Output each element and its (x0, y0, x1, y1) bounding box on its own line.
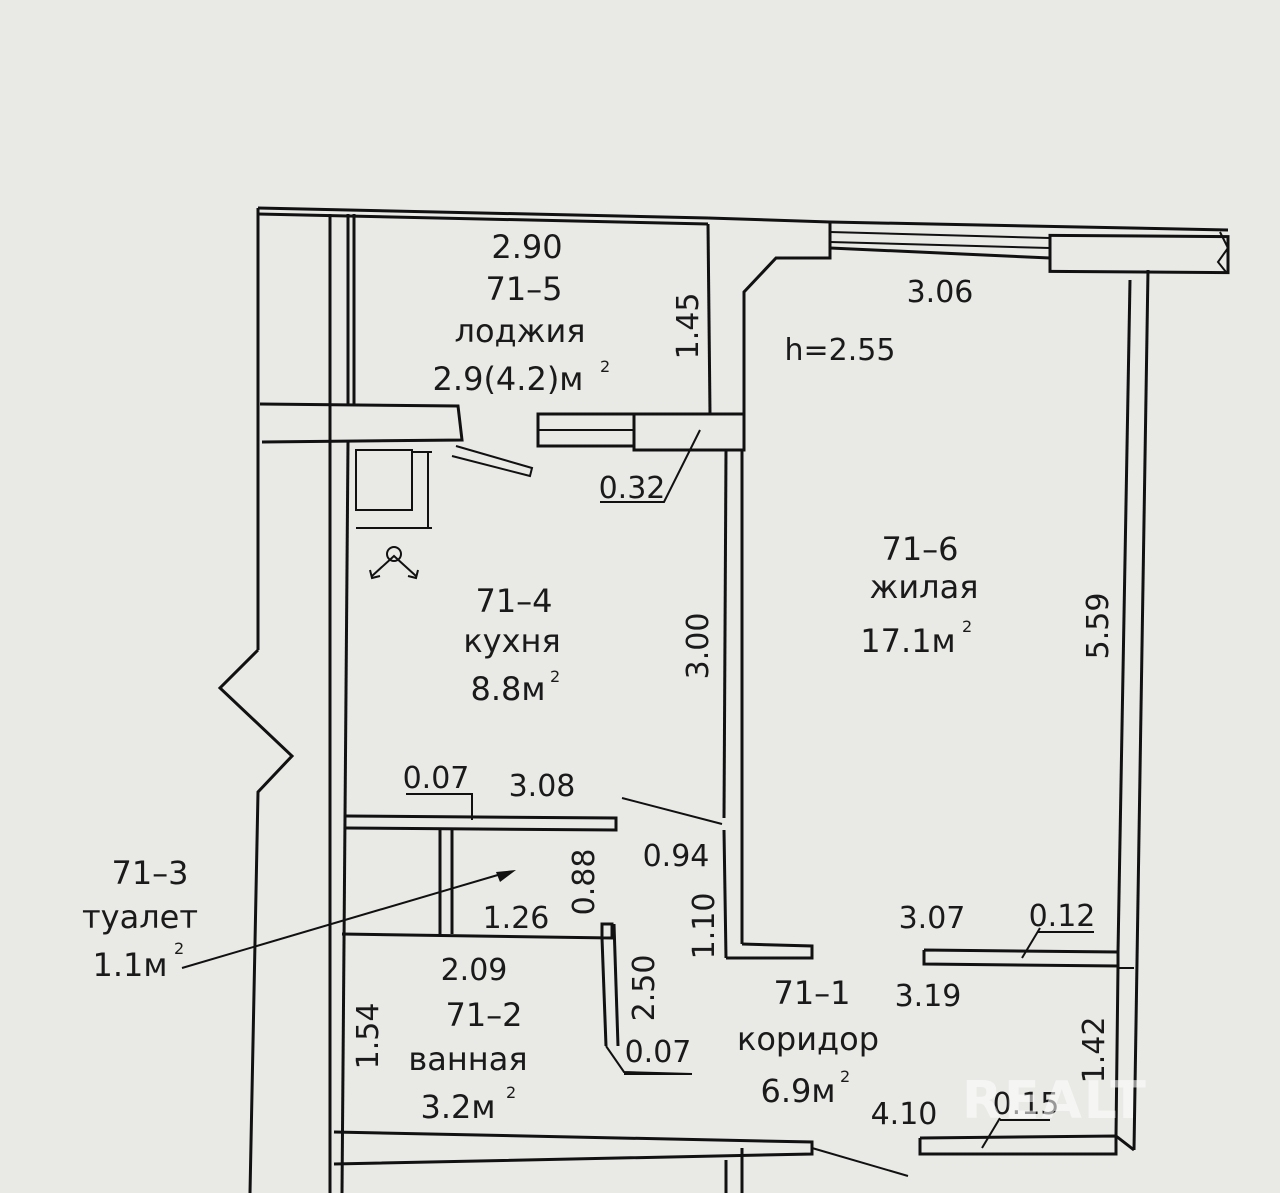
dim-0.07-top: 0.07 (403, 761, 470, 796)
kitchen-area: 8.8м (470, 670, 545, 708)
corridor-area: 6.9м (760, 1072, 835, 1110)
dim-3.19: 3.19 (895, 979, 962, 1014)
dim-3.08: 3.08 (509, 769, 576, 804)
leader-lines (181, 429, 1094, 1149)
walls (217, 206, 1230, 1193)
dim-0.94: 0.94 (643, 839, 710, 874)
living-area: 17.1м (860, 622, 955, 660)
dimension-labels: 3.06 h=2.55 1.45 0.32 3.00 5.59 0.07 3.0… (351, 275, 1116, 1132)
room-toilet: 71–3 туалет 1.1м 2 (82, 854, 198, 984)
dim-1.10: 1.10 (687, 893, 722, 960)
kitchen-id: 71–4 (475, 582, 552, 620)
bathroom-id: 71–2 (445, 996, 522, 1034)
dim-0.12: 0.12 (1029, 899, 1096, 934)
loggia-area: 2.9(4.2)м (433, 360, 584, 398)
dim-3.07: 3.07 (899, 901, 966, 936)
toilet-area: 1.1м (92, 946, 167, 984)
room-bathroom: 71–2 ванная 3.2м 2 (408, 996, 527, 1126)
loggia-area-sup: 2 (600, 357, 610, 376)
corridor-area-sup: 2 (840, 1067, 850, 1086)
living-id: 71–6 (881, 530, 958, 568)
loggia-name: лоджия (454, 312, 585, 350)
room-corridor: 71–1 коридор 6.9м 2 (737, 974, 879, 1110)
loggia-dim: 2.90 (491, 228, 562, 266)
kitchen-name: кухня (463, 622, 560, 660)
dim-3.00: 3.00 (681, 613, 716, 680)
dim-3.06: 3.06 (907, 275, 974, 310)
dim-0.32: 0.32 (599, 471, 666, 506)
dim-2.50: 2.50 (627, 955, 662, 1022)
kitchen-area-sup: 2 (550, 667, 560, 686)
realt-watermark: REALT (962, 1071, 1148, 1131)
dim-5.59: 5.59 (1081, 593, 1116, 660)
dim-1.42: 1.42 (1077, 1017, 1112, 1084)
bathroom-name: ванная (408, 1040, 527, 1078)
dim-0.07-bottom: 0.07 (625, 1035, 692, 1070)
dim-2.09: 2.09 (441, 953, 508, 988)
toilet-name: туалет (82, 898, 198, 936)
loggia-id: 71–5 (485, 270, 562, 308)
dim-0.88: 0.88 (567, 849, 602, 916)
living-area-sup: 2 (962, 617, 972, 636)
bathroom-area-sup: 2 (506, 1083, 516, 1102)
room-loggia: 2.90 71–5 лоджия 2.9(4.2)м 2 (433, 228, 611, 398)
dim-1.54: 1.54 (351, 1003, 386, 1070)
toilet-area-sup: 2 (174, 939, 184, 958)
corridor-name: коридор (737, 1020, 879, 1058)
room-kitchen: 71–4 кухня 8.8м 2 (463, 582, 560, 708)
toilet-id: 71–3 (111, 854, 188, 892)
dim-1.45: 1.45 (671, 293, 706, 360)
dim-h: h=2.55 (785, 333, 896, 368)
dim-4.10: 4.10 (871, 1097, 938, 1132)
corridor-id: 71–1 (773, 974, 850, 1012)
bathroom-area: 3.2м (420, 1088, 495, 1126)
dim-1.26: 1.26 (483, 901, 550, 936)
dim-0.15: 0.15 (993, 1087, 1060, 1122)
living-name: жилая (870, 568, 979, 606)
room-living: 71–6 жилая 17.1м 2 (860, 530, 978, 660)
